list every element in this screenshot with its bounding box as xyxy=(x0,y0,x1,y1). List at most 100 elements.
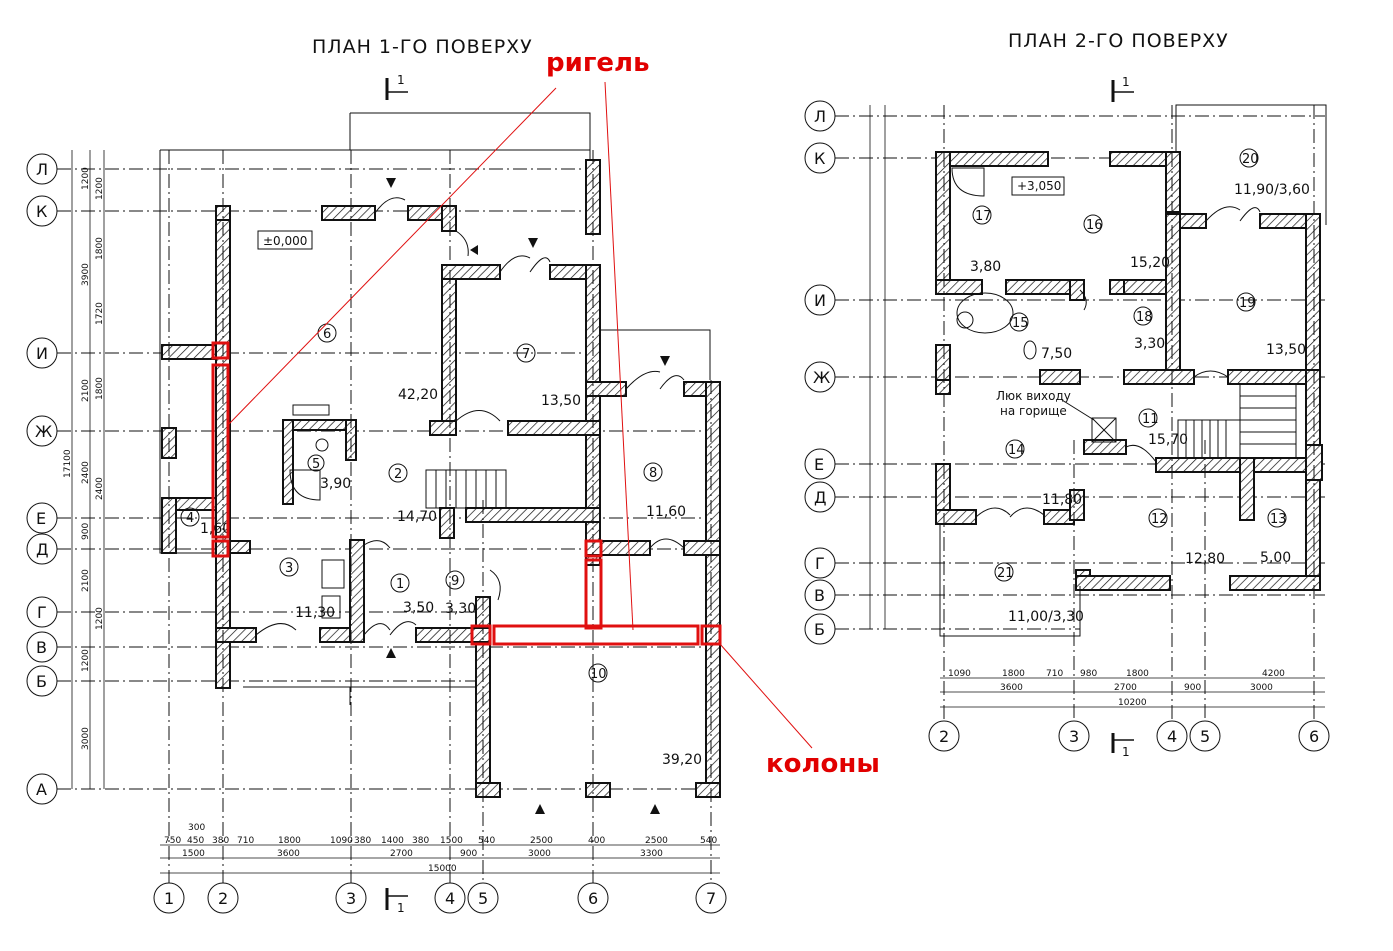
svg-text:1: 1 xyxy=(397,901,405,915)
svg-text:980: 980 xyxy=(1080,669,1097,679)
svg-text:3300: 3300 xyxy=(640,849,663,859)
svg-text:21: 21 xyxy=(997,566,1014,581)
plan2-level-mark: +3,050 xyxy=(1011,176,1065,196)
column-marker xyxy=(211,539,230,558)
svg-text:3000: 3000 xyxy=(1250,683,1273,693)
svg-text:6: 6 xyxy=(588,889,598,908)
svg-text:39,20: 39,20 xyxy=(662,752,702,768)
svg-text:3,80: 3,80 xyxy=(970,259,1001,275)
svg-text:1800: 1800 xyxy=(95,237,105,260)
svg-text:380: 380 xyxy=(412,836,429,846)
sink-icon xyxy=(956,311,974,329)
beam-marker xyxy=(211,363,230,539)
svg-text:3: 3 xyxy=(346,889,356,908)
plan1-row-axis-lines xyxy=(57,168,710,790)
svg-text:15,20: 15,20 xyxy=(1130,255,1170,271)
svg-text:5: 5 xyxy=(312,457,320,472)
svg-text:540: 540 xyxy=(700,836,717,846)
room-21: 21 11,00/3,30 xyxy=(994,562,1084,625)
svg-text:540: 540 xyxy=(478,836,495,846)
svg-text:3,90: 3,90 xyxy=(320,476,351,492)
svg-text:на горище: на горище xyxy=(1000,404,1067,418)
svg-text:900: 900 xyxy=(460,849,477,859)
axis-bubble-3: 3 xyxy=(1058,720,1090,752)
svg-text:42,20: 42,20 xyxy=(398,387,438,403)
svg-text:В: В xyxy=(36,638,47,657)
room-13: 135,00 xyxy=(1260,508,1291,566)
room-12: 12 12,80 xyxy=(1148,508,1225,567)
svg-text:1090: 1090 xyxy=(330,836,353,846)
plan1-entry-markers xyxy=(386,178,670,814)
svg-text:15: 15 xyxy=(1012,316,1029,331)
svg-text:И: И xyxy=(36,344,48,363)
svg-text:10: 10 xyxy=(590,667,607,682)
axis-bubble-1: 1 xyxy=(153,882,185,914)
svg-text:11,60: 11,60 xyxy=(646,504,686,520)
svg-text:К: К xyxy=(814,149,826,168)
svg-text:12: 12 xyxy=(1151,512,1168,527)
room-18: 183,30 xyxy=(1133,306,1165,352)
plan2-row-axes: Л К И Ж Е Д Г В Б xyxy=(804,100,836,645)
svg-text:20: 20 xyxy=(1242,152,1259,167)
room-2: 214,70 xyxy=(388,463,437,525)
svg-text:Д: Д xyxy=(36,540,49,559)
svg-text:11,00/3,30: 11,00/3,30 xyxy=(1008,609,1084,625)
svg-text:1200: 1200 xyxy=(81,649,91,672)
svg-text:Л: Л xyxy=(36,160,48,179)
room-17: 173,80 xyxy=(970,205,1001,275)
room-7: 713,50 xyxy=(516,343,581,409)
plan1-col-axes: 1 2 3 4 5 6 7 xyxy=(153,882,727,914)
svg-text:1090: 1090 xyxy=(948,669,971,679)
svg-text:12,80: 12,80 xyxy=(1185,551,1225,567)
axis-bubble-Г: Г xyxy=(804,547,836,579)
svg-text:А: А xyxy=(36,780,47,799)
svg-text:1: 1 xyxy=(396,577,404,592)
room-15: 157,50 xyxy=(1009,312,1072,362)
svg-text:2: 2 xyxy=(394,467,402,482)
room-4: 41,60 xyxy=(180,507,231,537)
svg-text:1,60: 1,60 xyxy=(200,521,231,537)
svg-text:17: 17 xyxy=(975,209,992,224)
plan2-col-axes: 2 3 4 5 6 xyxy=(928,720,1330,752)
svg-text:13: 13 xyxy=(1270,512,1287,527)
axis-bubble-В: В xyxy=(804,579,836,611)
axis-bubble-В: В xyxy=(26,631,58,663)
svg-text:И: И xyxy=(814,291,826,310)
svg-text:±0,000: ±0,000 xyxy=(263,234,307,248)
svg-text:710: 710 xyxy=(1046,669,1063,679)
svg-text:2700: 2700 xyxy=(1114,683,1137,693)
svg-text:450: 450 xyxy=(187,836,204,846)
plan1-col-axis-lines xyxy=(168,150,712,883)
svg-text:3600: 3600 xyxy=(1000,683,1023,693)
svg-text:15,70: 15,70 xyxy=(1148,432,1188,448)
axis-bubble-3: 3 xyxy=(335,882,367,914)
plan1-terrace-outlines xyxy=(159,112,711,705)
beam-marker xyxy=(584,558,603,630)
plan2-section-mark-bottom: 1 xyxy=(1111,733,1134,759)
svg-text:Е: Е xyxy=(814,455,824,474)
svg-text:1800: 1800 xyxy=(1126,669,1149,679)
svg-text:Ж: Ж xyxy=(35,422,52,441)
room-1: 13,50 xyxy=(390,573,434,616)
plan2-doors xyxy=(975,206,1261,518)
svg-text:1800: 1800 xyxy=(1002,669,1025,679)
svg-text:2400: 2400 xyxy=(81,461,91,484)
svg-text:3: 3 xyxy=(1069,727,1079,746)
svg-text:19: 19 xyxy=(1239,296,1256,311)
svg-text:400: 400 xyxy=(588,836,605,846)
svg-text:7: 7 xyxy=(706,889,716,908)
axis-bubble-4: 4 xyxy=(434,882,466,914)
svg-text:1: 1 xyxy=(397,73,405,87)
axis-bubble-Ж: Ж xyxy=(26,415,58,447)
svg-text:9: 9 xyxy=(451,574,459,589)
svg-text:1720: 1720 xyxy=(95,302,105,325)
toilet-icon xyxy=(315,438,329,452)
svg-text:3,30: 3,30 xyxy=(445,601,476,617)
svg-text:14: 14 xyxy=(1008,443,1025,458)
axis-bubble-Л: Л xyxy=(26,153,58,185)
svg-text:11: 11 xyxy=(1142,412,1159,427)
room-6: 642,20 xyxy=(317,323,438,403)
